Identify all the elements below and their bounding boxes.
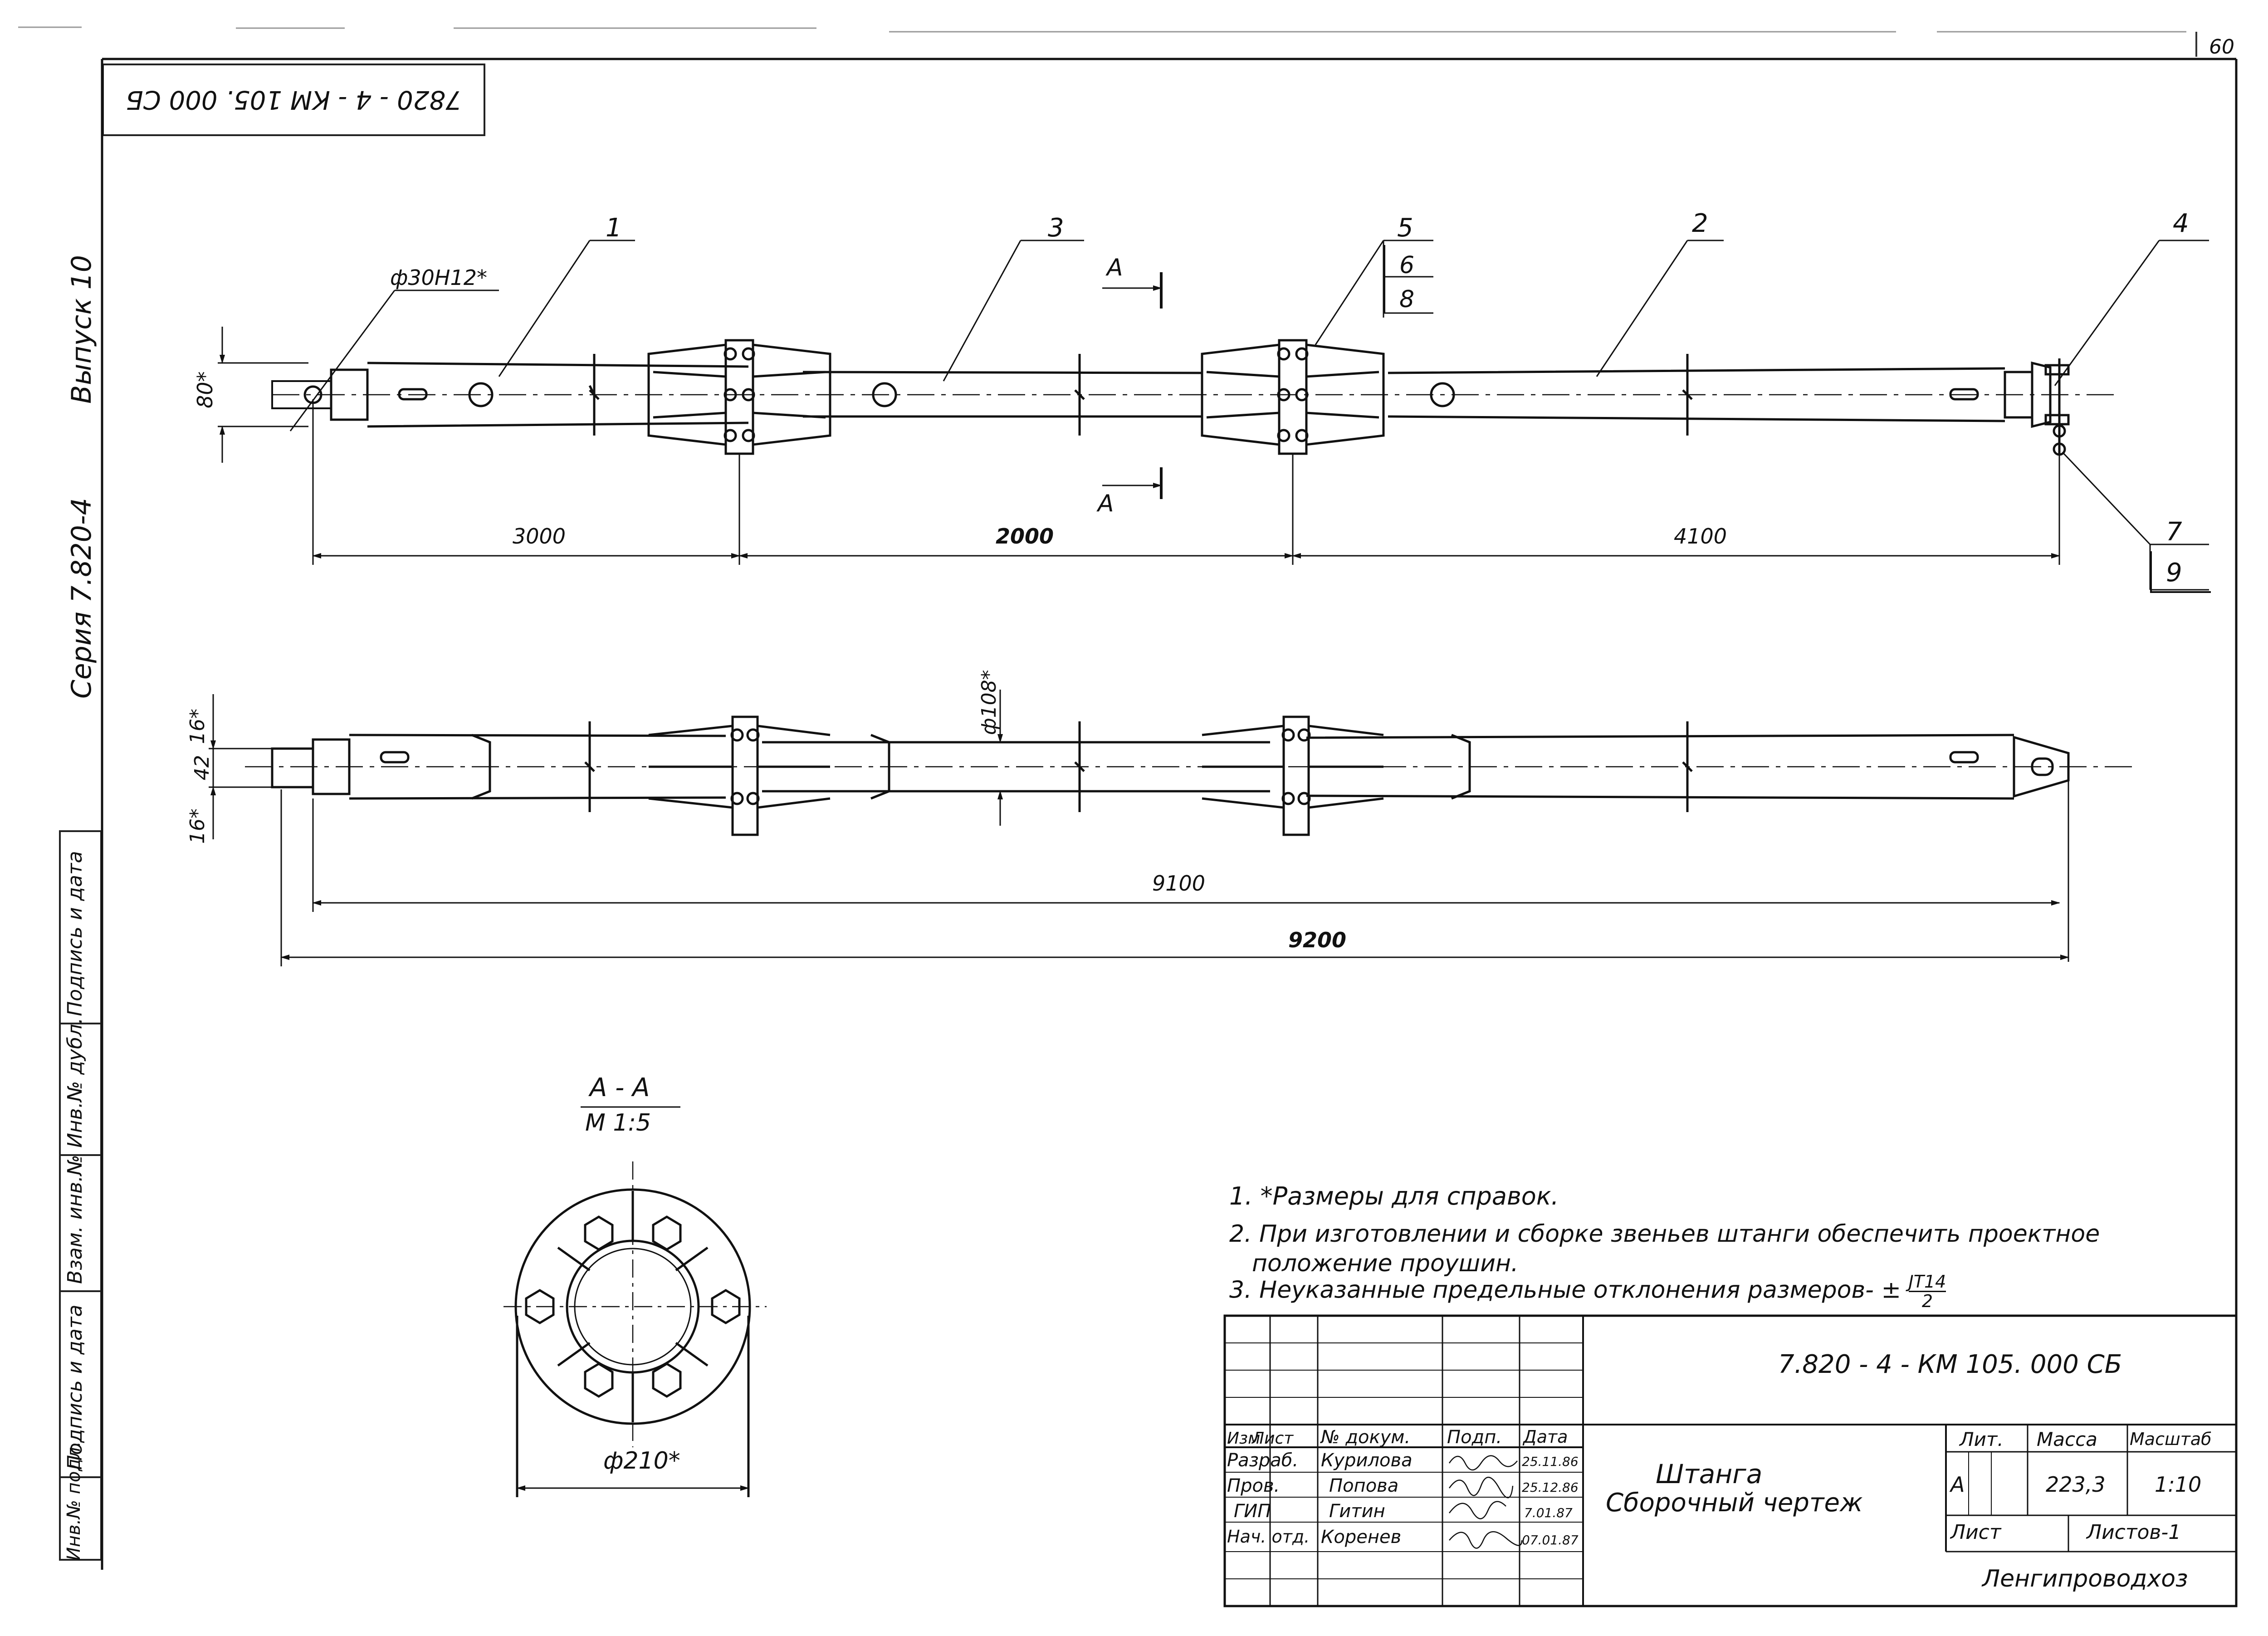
callout-6: 6 — [1399, 252, 1415, 279]
note-1: 1. *Размеры для справок. — [1229, 1182, 1559, 1210]
note-3-denominator: 2 — [1921, 1291, 1933, 1311]
organization: Ленгипроводхоз — [1982, 1565, 2188, 1592]
callout-7: 7 — [2166, 517, 2182, 547]
row-3-name: Гитин — [1329, 1501, 1385, 1522]
rod-side-view — [245, 715, 2132, 836]
page-number-line — [2195, 32, 2197, 57]
title-line2: Сборочный чертеж — [1606, 1488, 1863, 1518]
lit-value: А — [1950, 1472, 1965, 1497]
hdr-sign: Подп. — [1447, 1427, 1502, 1448]
page-number: 60 — [2209, 35, 2234, 59]
hdr-doc: № докум. — [1321, 1427, 1411, 1448]
callout-9-box — [2150, 551, 2211, 593]
row-1-role: Разраб. — [1227, 1450, 1299, 1471]
callout-2: 2 — [1692, 209, 1708, 238]
row-2-name: Попова — [1329, 1475, 1399, 1496]
note-3: 3. Неуказанные предельные отклонения раз… — [1229, 1273, 1946, 1310]
dim-d108: ф108* — [978, 670, 1001, 735]
rod-top-view — [271, 339, 2118, 456]
row-3-date: 7.01.87 — [1524, 1505, 1573, 1520]
dim-16-bottom: 16* — [186, 808, 209, 844]
note-3-text: 3. Неуказанные предельные отклонения раз… — [1229, 1276, 1909, 1304]
hole-dia-label: ф30Н12* — [390, 265, 487, 290]
row-4-role: Нач. отд. — [1227, 1527, 1310, 1547]
sheet-label: Лист — [1950, 1521, 2001, 1544]
callout-9: 9 — [2166, 558, 2182, 588]
dim-d210: ф210* — [603, 1447, 680, 1474]
section-scale: М 1:5 — [585, 1109, 651, 1136]
row-2-date: 25.12.86 — [1522, 1480, 1579, 1495]
drawing-frame — [101, 58, 2238, 1570]
note-2a: 2. При изготовлении и сборке звеньев шта… — [1229, 1220, 2100, 1248]
row-1-date: 25.11.86 — [1522, 1454, 1579, 1469]
dim-9200: 9200 — [1288, 928, 1347, 952]
section-mark-top: А — [1107, 254, 1123, 281]
doc-code: 7.820 - 4 - КМ 105. 000 СБ — [1778, 1350, 2122, 1379]
hdr-mass: Масса — [2037, 1428, 2097, 1450]
top-view-dimensions — [218, 240, 2209, 591]
side-view-dimensions — [209, 690, 2069, 966]
dim-3000: 3000 — [513, 524, 566, 549]
hdr-date: Дата — [1523, 1427, 1568, 1447]
section-a-a — [503, 1106, 767, 1497]
callout-5: 5 — [1397, 213, 1413, 243]
callout-68-box — [1383, 245, 1435, 313]
dim-2000: 2000 — [996, 524, 1054, 549]
mass-value: 223,3 — [2046, 1472, 2106, 1497]
title-line1: Штанга — [1656, 1459, 1763, 1489]
hdr-list: Лист — [1252, 1429, 1294, 1448]
callout-8: 8 — [1399, 286, 1415, 313]
row-4-date: 07.01.87 — [1522, 1533, 1579, 1548]
row-3-role: ГИП — [1234, 1501, 1271, 1522]
row-1-name: Курилова — [1321, 1450, 1413, 1471]
note-3-numerator: JT14 — [1908, 1272, 1946, 1292]
scale-value: 1:10 — [2155, 1472, 2202, 1497]
sheets-label: Листов-1 — [2087, 1521, 2181, 1544]
dim-80: 80* — [193, 371, 217, 408]
callout-1: 1 — [606, 213, 622, 243]
dim-42: 42 — [191, 755, 214, 780]
title-block-lines — [1223, 1314, 2238, 1607]
section-mark-bottom: А — [1098, 490, 1114, 517]
section-title: А - А — [590, 1073, 650, 1102]
callout-4: 4 — [2173, 209, 2189, 238]
signature-scribbles — [1448, 1455, 1523, 1549]
dim-16-top: 16* — [186, 709, 209, 744]
hdr-scale: Масштаб — [2130, 1429, 2212, 1449]
hdr-izm: Изм — [1227, 1429, 1261, 1448]
row-2-role: Пров. — [1227, 1475, 1280, 1496]
dim-4100: 4100 — [1674, 524, 1727, 549]
hdr-lit: Лит. — [1960, 1428, 2004, 1450]
row-4-name: Коренев — [1321, 1527, 1402, 1548]
callout-3: 3 — [1048, 213, 1064, 243]
dim-9100: 9100 — [1152, 871, 1206, 896]
note-2b: положение проушин. — [1252, 1250, 1519, 1277]
